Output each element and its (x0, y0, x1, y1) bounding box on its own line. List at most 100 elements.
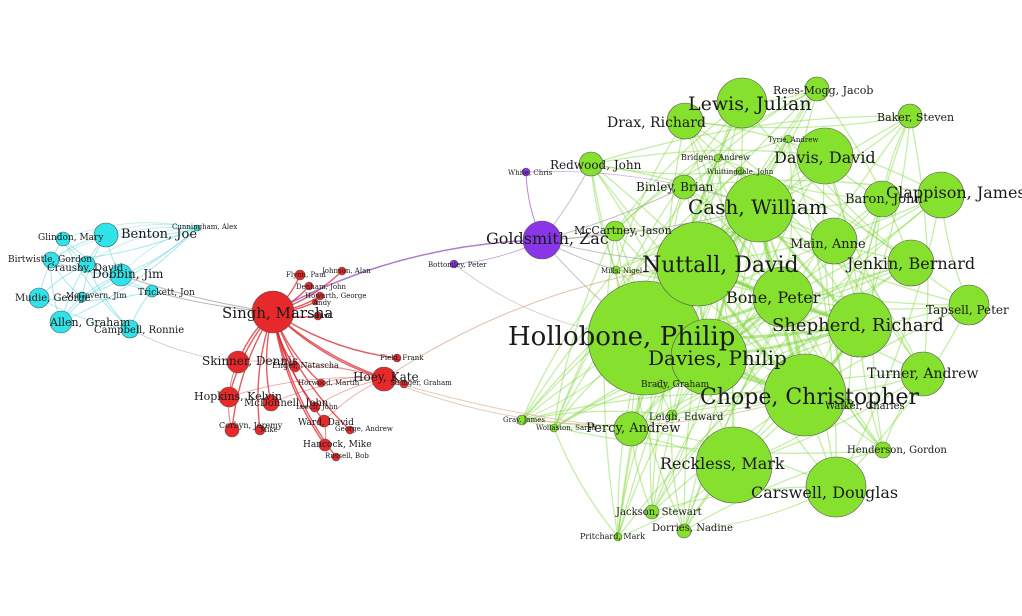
node-label-whitechris: White, Chris (508, 169, 553, 177)
edge-singh-goldsmith (272, 239, 543, 313)
node-label-gray: Gray, James (503, 416, 545, 424)
node-henderson[interactable] (874, 441, 892, 459)
node-dobbin[interactable] (109, 263, 133, 287)
edge-reesmogg-mccartney (614, 88, 818, 232)
node-label-cunningham: Cunningham, Alex (172, 223, 237, 231)
node-label-henderson: Henderson, Gordon (847, 445, 947, 456)
node-bridgen[interactable] (713, 153, 723, 163)
node-dorries[interactable] (676, 523, 692, 539)
node-leech[interactable] (309, 401, 321, 413)
node-johnson[interactable] (337, 266, 347, 276)
node-label-lewis: Lewis, Julian (688, 93, 812, 115)
node-bottomley[interactable] (449, 259, 459, 269)
node-label-pritchard: Pritchard, Mark (580, 532, 645, 541)
node-hopkins[interactable] (218, 386, 240, 408)
node-dave[interactable] (313, 311, 323, 321)
node-skinner[interactable] (226, 350, 250, 374)
node-nuttall[interactable] (655, 221, 741, 307)
node-stringer[interactable] (399, 379, 409, 389)
node-percy[interactable] (613, 411, 649, 447)
node-label-mills: Mills, Nigel (601, 267, 643, 275)
node-davis[interactable] (796, 127, 854, 185)
node-wollaston[interactable] (549, 423, 559, 433)
node-shepherd[interactable] (827, 292, 893, 358)
node-clappison[interactable] (917, 171, 965, 219)
node-andy[interactable] (311, 298, 319, 306)
node-label-jackson: Jackson, Stewart (615, 507, 702, 518)
node-cash[interactable] (724, 173, 794, 243)
node-lewis[interactable] (716, 77, 768, 129)
node-binley[interactable] (671, 174, 697, 200)
node-jackson[interactable] (644, 504, 660, 520)
node-crausby[interactable] (78, 255, 96, 273)
node-mcdonnell[interactable] (262, 394, 280, 412)
node-label-mcdonnell: McDonnell, John (244, 398, 329, 409)
node-ward[interactable] (317, 414, 331, 428)
node-cunningham[interactable] (193, 224, 201, 232)
node-benton[interactable] (93, 222, 119, 248)
node-flynn[interactable] (294, 269, 306, 281)
node-leigh[interactable] (666, 409, 678, 421)
node-horwood[interactable] (316, 378, 326, 388)
node-campbell[interactable] (120, 319, 140, 339)
node-label-ward: Ward, David (298, 418, 354, 428)
node-bone[interactable] (752, 266, 814, 328)
node-gray[interactable] (516, 414, 528, 426)
node-field[interactable] (392, 353, 402, 363)
node-goldsmith[interactable] (522, 220, 562, 260)
node-mudie[interactable] (28, 287, 50, 309)
node-tapsell[interactable] (948, 284, 990, 326)
node-label-mcgovern: McGovern, Jim (66, 291, 127, 300)
node-label-nuttall: Nuttall, David (642, 253, 799, 278)
node-label-hoey: Hoey, Kate (353, 370, 419, 384)
node-davies[interactable] (670, 318, 748, 396)
edge-davis-turner (824, 155, 924, 375)
node-label-mudie: Mudie, George (15, 293, 91, 304)
node-chope[interactable] (763, 353, 847, 437)
node-carswell[interactable] (805, 456, 867, 518)
node-reckless[interactable] (695, 426, 773, 504)
node-singh[interactable] (251, 290, 295, 334)
node-mike[interactable] (254, 424, 266, 436)
node-engel[interactable] (289, 361, 301, 373)
node-hancock[interactable] (318, 438, 332, 452)
node-russell[interactable] (331, 452, 341, 462)
node-brady[interactable] (656, 379, 666, 389)
node-baker[interactable] (897, 103, 923, 129)
edge-henderson-dorries (683, 449, 884, 532)
node-turner[interactable] (900, 351, 946, 397)
node-mcgovern[interactable] (76, 291, 88, 303)
node-corbyn[interactable] (224, 422, 240, 438)
node-label-skinner: Skinner, Dennis (202, 354, 298, 368)
node-drax[interactable] (666, 102, 704, 140)
node-walker[interactable] (842, 398, 854, 410)
node-label-walker: Walker, Charles (825, 401, 905, 412)
node-label-russell: Russell, Bob (325, 452, 369, 460)
edge-hoey-nuttall (383, 263, 699, 380)
node-label-field: Field, Frank (380, 354, 424, 362)
node-hoey[interactable] (371, 366, 397, 392)
node-jenkin[interactable] (887, 239, 935, 287)
node-birtwistle[interactable] (42, 251, 60, 269)
edge-carswell-clappison (835, 194, 942, 488)
node-pritchard[interactable] (613, 532, 623, 542)
node-baron[interactable] (863, 180, 901, 218)
node-howarth[interactable] (315, 291, 325, 301)
node-whitechris[interactable] (521, 167, 531, 177)
node-allen[interactable] (49, 310, 73, 334)
node-denham[interactable] (304, 281, 314, 291)
node-glindon[interactable] (55, 231, 71, 247)
node-main[interactable] (810, 217, 858, 265)
node-label-crausby: Crausby, David (47, 263, 124, 274)
node-trickett[interactable] (145, 284, 159, 298)
node-mccartney[interactable] (604, 220, 626, 242)
node-mills[interactable] (611, 265, 621, 275)
node-george_a[interactable] (345, 425, 355, 435)
node-whittingdale[interactable] (735, 166, 745, 176)
node-tyrie[interactable] (783, 134, 793, 144)
edge-bridgen-mccartney (614, 157, 719, 232)
node-reesmogg[interactable] (804, 76, 830, 102)
edge-mccartney-pritchard (603, 230, 619, 538)
node-redwood[interactable] (578, 151, 604, 177)
